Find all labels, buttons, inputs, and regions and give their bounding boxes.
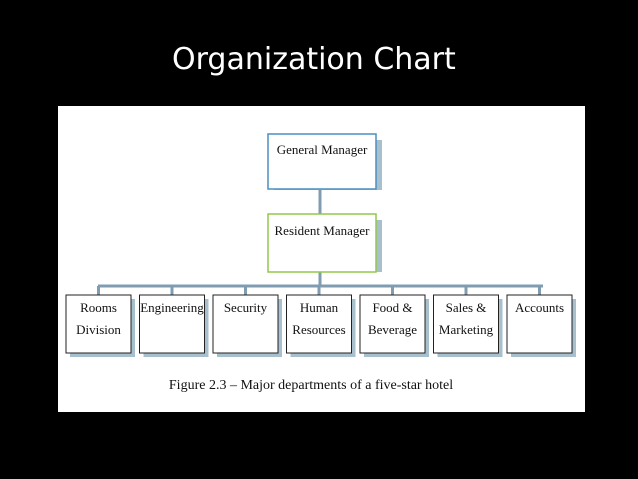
department-box bbox=[65, 294, 132, 354]
general-manager-label: General Manager bbox=[277, 142, 368, 157]
general-manager-box bbox=[267, 133, 377, 190]
department-label: Accounts bbox=[515, 300, 564, 315]
department-label: Marketing bbox=[439, 322, 494, 337]
slide-title: Organization Chart bbox=[172, 42, 456, 77]
department-label: Beverage bbox=[368, 322, 417, 337]
department-box bbox=[286, 294, 352, 354]
department-box bbox=[433, 294, 499, 354]
department-label: Food & bbox=[372, 300, 412, 315]
resident-manager-box bbox=[267, 213, 377, 273]
department-label: Sales & bbox=[446, 300, 487, 315]
department-box bbox=[506, 294, 573, 354]
department-box bbox=[359, 294, 426, 354]
department-label: Division bbox=[76, 322, 121, 337]
department-box bbox=[212, 294, 279, 354]
department-label: Security bbox=[224, 300, 268, 315]
department-box bbox=[139, 294, 205, 354]
org-chart: General Manager Resident Manager RoomsDi… bbox=[65, 133, 576, 393]
department-label: Resources bbox=[292, 322, 345, 337]
resident-manager-label: Resident Manager bbox=[275, 223, 371, 238]
department-label: Rooms bbox=[80, 300, 117, 315]
figure-caption: Figure 2.3 – Major departments of a five… bbox=[169, 378, 453, 393]
department-label: Engineering bbox=[140, 300, 204, 315]
department-label: Human bbox=[300, 300, 339, 315]
